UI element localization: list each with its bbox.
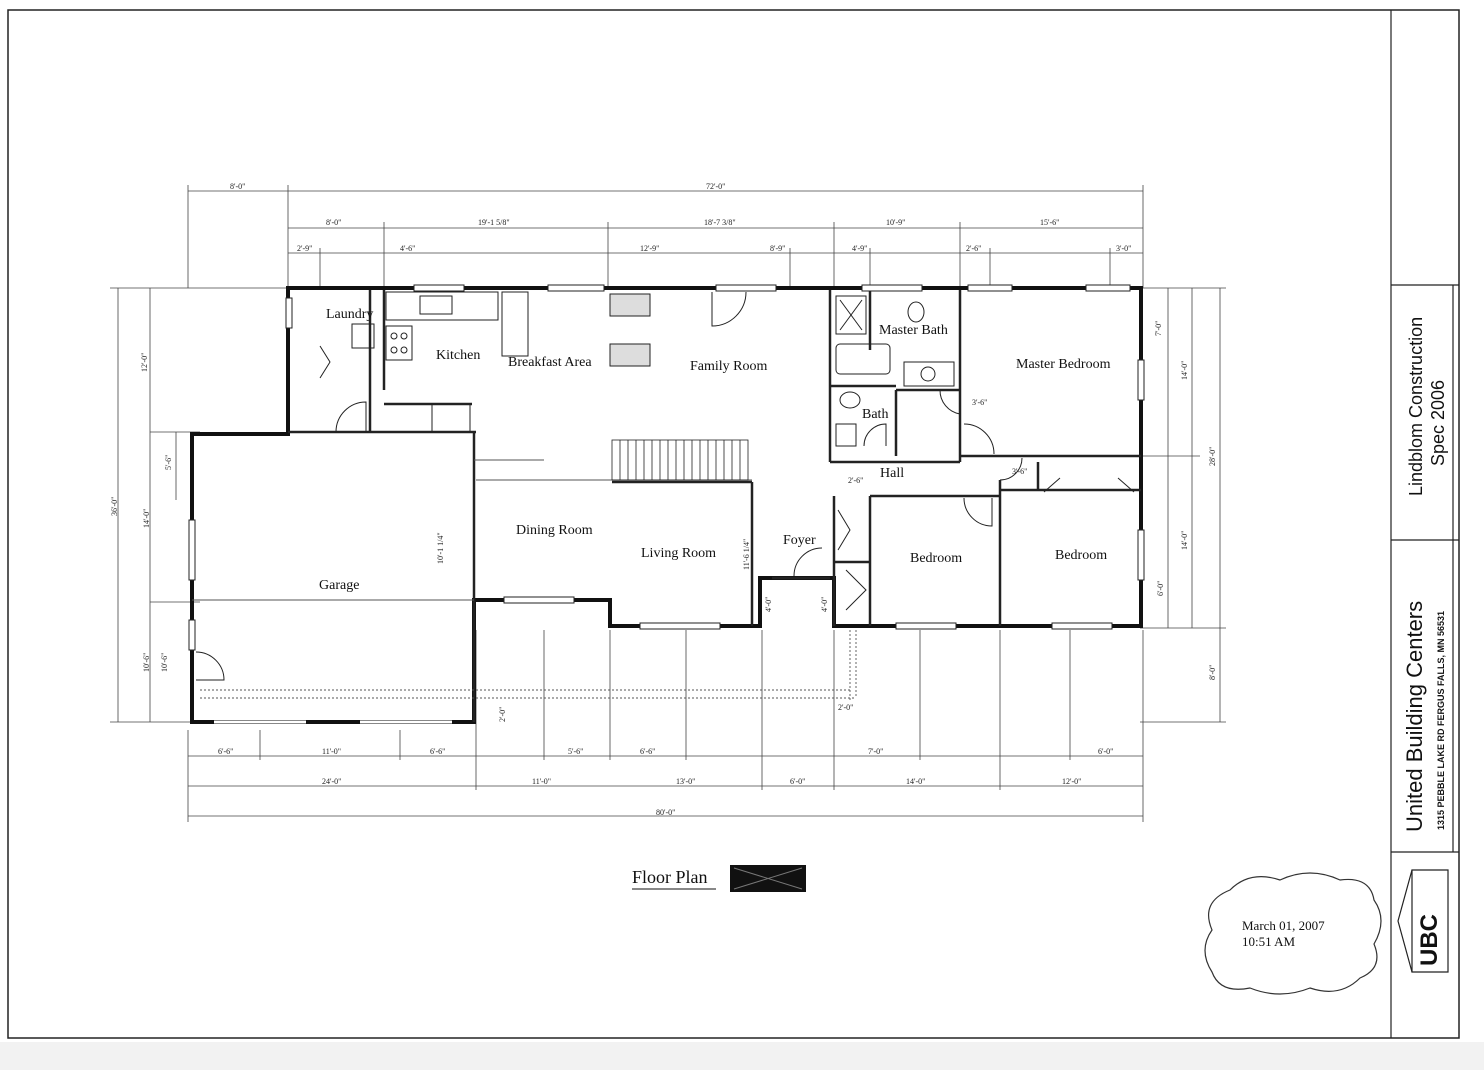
dim-bottom-row1-0: 6'-6"	[218, 747, 234, 756]
dim-bottom-row2-1: 11'-0"	[532, 777, 552, 786]
windows	[188, 284, 1145, 651]
dim-top-row-2: 18'-7 3/8"	[704, 218, 736, 227]
dim-bottom-row1-4: 6'-6"	[640, 747, 656, 756]
dim-bottom-row1-2: 6'-6"	[430, 747, 446, 756]
bottom-band	[0, 1042, 1484, 1070]
stamp-date: March 01, 2007	[1242, 918, 1325, 933]
dim-bottom-row2-4: 14'-0"	[906, 777, 926, 786]
dim-top-row3-4: 4'-9"	[852, 244, 868, 253]
title-block-project-line1: Lindblom Construction	[1406, 316, 1426, 496]
floor-plan-title: Floor Plan	[632, 867, 708, 887]
ubc-logo-house	[1411, 869, 1449, 973]
dim-top-left: 8'-0"	[230, 182, 246, 191]
dim-top-row-1: 19'-1 5/8"	[478, 218, 510, 227]
dim-left-2: 14'-0"	[142, 508, 151, 528]
dim-interior-hall-width: 3'-6"	[1012, 467, 1028, 476]
dim-right-2: 28'-0"	[1208, 446, 1217, 466]
dim-bottom-row1-6: 6'-0"	[1098, 747, 1114, 756]
dim-top-row3-0: 2'-9"	[297, 244, 313, 253]
dim-top-row3-3: 8'-9"	[770, 244, 786, 253]
room-living-room: Living Room	[641, 546, 717, 561]
dim-interior-living-height: 11'-6 1/4"	[742, 538, 751, 570]
dim-left-1: 36'-0"	[110, 496, 119, 516]
dim-bottom-row1-1: 11'-0"	[322, 747, 342, 756]
dim-bottom-row2-0: 24'-0"	[322, 777, 342, 786]
bottom-dimension-lines	[187, 630, 1144, 822]
room-bath: Bath	[862, 407, 889, 422]
title-block-address: 1315 PEBBLE LAKE RD FERGUS FALLS, MN 565…	[1436, 610, 1446, 830]
top-dimension-lines	[187, 185, 1144, 288]
room-bedroom-2: Bedroom	[1055, 548, 1108, 563]
room-family-room: Family Room	[690, 359, 768, 374]
dim-interior-garage-height: 10'-1 1/4"	[436, 532, 445, 564]
dim-right-4: 6'-0"	[1156, 580, 1165, 596]
door-swings	[195, 291, 1135, 681]
room-master-bath: Master Bath	[879, 323, 948, 338]
room-dining-room: Dining Room	[516, 523, 593, 538]
dim-top-row-3: 10'-9"	[886, 218, 906, 227]
dim-left-3: 5'-6"	[164, 454, 173, 470]
dim-right-0: 7'-0"	[1154, 320, 1163, 336]
sheet-border	[7, 9, 1460, 1039]
dim-top-row-4: 15'-6"	[1040, 218, 1060, 227]
title-block-project-line2: Spec 2006	[1428, 379, 1448, 466]
ubc-logo-text: UBC	[1416, 914, 1443, 966]
kitchen-fixtures	[351, 291, 529, 433]
dim-bottom-row1-3: 5'-6"	[568, 747, 584, 756]
room-kitchen: Kitchen	[436, 348, 481, 363]
stamp-time: 10:51 AM	[1242, 934, 1296, 949]
ubc-logo-roof	[1397, 869, 1413, 973]
stairs	[611, 439, 749, 481]
dim-left-0: 12'-0"	[140, 352, 149, 372]
dim-interior-patio-left: 2'-0"	[498, 706, 507, 722]
room-master-bedroom: Master Bedroom	[1016, 357, 1111, 372]
dim-interior-foyer-left: 4'-0"	[764, 596, 773, 612]
exterior-walls	[190, 286, 1143, 724]
dim-interior-patio-right: 2'-0"	[838, 703, 854, 712]
dim-top-row-0: 8'-0"	[326, 218, 342, 227]
dim-interior-bath-width: 3'-6"	[972, 398, 988, 407]
dim-right-5: 8'-0"	[1208, 664, 1217, 680]
title-block-lines	[1390, 10, 1459, 1038]
light-lines	[192, 459, 857, 700]
dim-bottom-row2-3: 6'-0"	[790, 777, 806, 786]
room-garage: Garage	[319, 578, 360, 593]
dim-top-row3-6: 3'-0"	[1116, 244, 1132, 253]
room-laundry: Laundry	[326, 307, 374, 322]
dim-right-3: 14'-0"	[1180, 530, 1189, 550]
side-dimension-lines	[110, 287, 1226, 723]
dim-right-1: 14'-0"	[1180, 360, 1189, 380]
dim-bottom-overall: 80'-0"	[656, 808, 676, 817]
dim-top-row3-2: 12'-9"	[640, 244, 660, 253]
dim-top-row3-1: 4'-6"	[400, 244, 416, 253]
date-stamp-cloud	[1204, 872, 1382, 995]
dim-bottom-row2-2: 13'-0"	[676, 777, 696, 786]
dim-bottom-row1-5: 7'-0"	[868, 747, 884, 756]
scale-swatch-x2	[733, 867, 803, 890]
dim-left-4: 10'-6"	[142, 652, 151, 672]
dim-bottom-row2-5: 12'-0"	[1062, 777, 1082, 786]
dim-top-row3-5: 2'-6"	[966, 244, 982, 253]
fireplaces	[609, 293, 651, 367]
bath-fixtures	[835, 295, 955, 447]
room-hall: Hall	[880, 466, 905, 481]
dim-top-overall: 72'-0"	[706, 182, 726, 191]
dim-interior-bath-small: 2'-6"	[848, 476, 864, 485]
room-foyer: Foyer	[783, 533, 816, 548]
interior-walls	[288, 290, 1141, 722]
dim-interior-foyer-right: 4'-0"	[820, 596, 829, 612]
dim-left-5: 10'-6"	[160, 652, 169, 672]
title-block-company: United Building Centers	[1402, 600, 1427, 832]
room-breakfast-area: Breakfast Area	[508, 355, 592, 370]
room-bedroom-1: Bedroom	[910, 551, 963, 566]
